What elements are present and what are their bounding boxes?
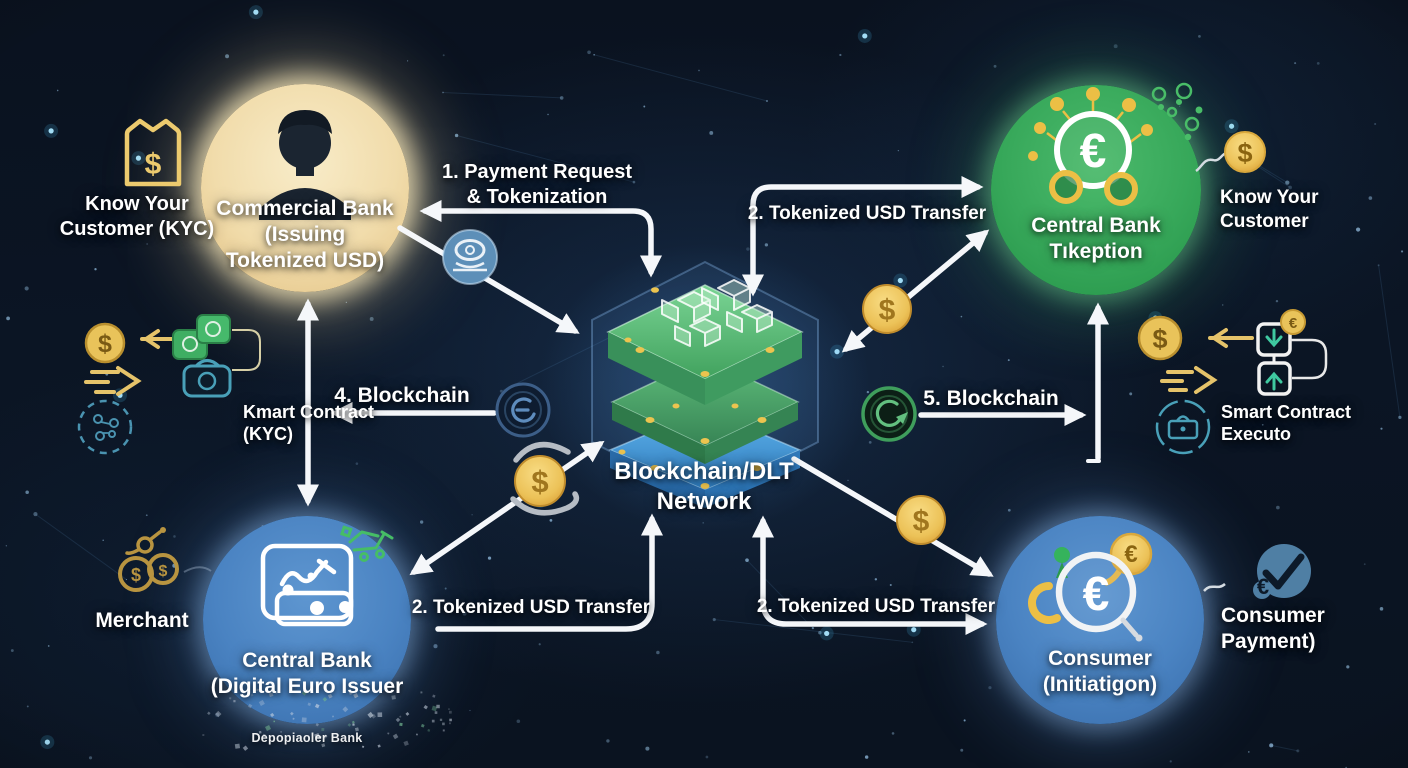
label-central-bank-blue: Central Bank (Digital Euro Issuer Depopi…: [192, 622, 422, 768]
loop-connector: [232, 329, 261, 371]
label-flow-tokenized-top: 2. Tokenized USD Transfer: [747, 203, 987, 224]
dollar-coin-icon: [862, 284, 912, 334]
svg-text:$: $: [159, 563, 168, 580]
briefcase-icon: [1155, 399, 1211, 455]
central-bank-blue-title: Central Bank (Digital Euro Issuer: [210, 649, 404, 699]
arrow-blue-to-network: [409, 440, 605, 576]
smart-contract-flow-icon: $: [77, 314, 261, 455]
dollar-coin-icon: [896, 495, 946, 545]
label-flow-payment-request: 1. Payment Request & Tokenization: [441, 161, 633, 208]
svg-text:$: $: [145, 148, 162, 181]
wallet-icon: [182, 359, 232, 398]
check-euro-icon: €: [1203, 544, 1311, 599]
svg-text:$: $: [98, 330, 112, 358]
svg-text:$: $: [879, 294, 896, 327]
chain-badge-icon: [495, 382, 551, 438]
label-flow-blockchain-5: 5. Blockchain: [923, 387, 1059, 410]
label-smart-contract-right: Smart Contract Executo: [1221, 402, 1352, 445]
label-flow-tokenized-bottom-right: 2. Tokenized USD Transfer: [756, 596, 996, 617]
svg-text:$: $: [913, 505, 930, 538]
coins-icon: $ $: [118, 527, 212, 592]
gold-left-arrow-icon: [140, 329, 178, 349]
kyc-molecule-icon: [77, 399, 133, 455]
arrow-payment-request: [419, 200, 662, 278]
dollar-coin-icon: $: [1195, 131, 1266, 173]
label-consumer: Consumer (Initiatigon): [1042, 647, 1158, 697]
arrow-network-to-green: [841, 229, 990, 353]
hook-icon: [510, 441, 580, 516]
label-network: Blockchain/DLT Network: [614, 458, 794, 515]
svg-text:€: €: [1257, 574, 1269, 599]
svg-text:$: $: [1237, 138, 1252, 168]
svg-text:$: $: [131, 565, 141, 585]
label-flow-tokenized-bottom-left: 2. Tokenized USD Transfer: [411, 597, 651, 618]
dollar-coin-hooked-icon: [514, 455, 566, 507]
svg-text:$: $: [1152, 324, 1167, 354]
token-swap-icon: [172, 314, 231, 360]
svg-text:$: $: [531, 464, 548, 499]
bank-badge-icon: [442, 229, 498, 285]
central-bank-blue-subtitle: Depopiaoler Bank: [251, 731, 363, 746]
label-smart-contract-left: Kmart Contract (KYC): [243, 402, 375, 445]
svg-text:€: €: [1289, 315, 1298, 332]
arrow-bank-to-network: [397, 225, 580, 334]
label-kyc-right: Know Your Customer: [1220, 187, 1319, 232]
dollar-bag-icon: $: [124, 118, 182, 187]
label-central-bank-green: Central Bank Tıkeption: [1031, 214, 1161, 264]
label-commercial-bank: Commercial Bank (Issuing Tokenized USD): [216, 197, 394, 273]
gold-send-arrow-icon: [84, 366, 142, 396]
label-consumer-payment: Consumer Payment): [1221, 604, 1325, 654]
